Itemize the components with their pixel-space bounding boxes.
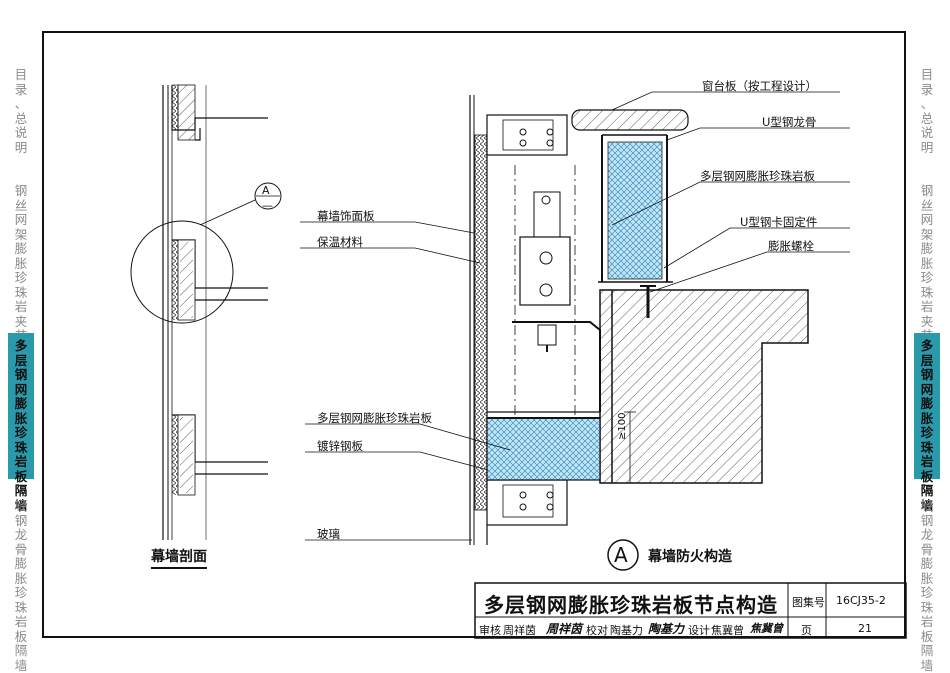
checker-name: 陶基力 bbox=[610, 624, 643, 637]
atlas-number: 16CJ35-2 bbox=[836, 594, 886, 607]
curtain-wall-section bbox=[130, 84, 282, 540]
label-sill-board: 窗台板（按工程设计） bbox=[702, 79, 817, 93]
atlas-label: 图集号 bbox=[792, 596, 825, 609]
label-board-top: 多层钢网膨胀珍珠岩板 bbox=[700, 169, 815, 183]
reviewer-signature: 周祥茵 bbox=[546, 622, 583, 636]
check-label: 校对 bbox=[586, 624, 608, 637]
page-label: 页 bbox=[801, 624, 812, 637]
label-glass: 玻璃 bbox=[317, 527, 340, 541]
drawing-title: 多层钢网膨胀珍珠岩板节点构造 bbox=[484, 593, 778, 617]
detail-marker-circle bbox=[607, 539, 639, 571]
label-facade-panel: 幕墙饰面板 bbox=[317, 209, 375, 223]
label-u-keel: U型钢龙骨 bbox=[762, 115, 817, 129]
designer-signature: 焦冀曾 bbox=[750, 622, 783, 635]
chapter-tab-3[interactable]: 多层钢网膨胀珍珠岩板隔墙 bbox=[8, 333, 34, 512]
detail-marker-letter: A bbox=[614, 543, 628, 567]
chapter-tab-3[interactable]: 多层钢网膨胀珍珠岩板隔墙 bbox=[914, 333, 940, 512]
fire-detail bbox=[469, 95, 809, 545]
label-galv-plate: 镀锌钢板 bbox=[317, 439, 363, 453]
drawing-frame bbox=[42, 31, 906, 638]
designer-name: 焦冀曾 bbox=[711, 624, 744, 637]
label-board-bottom: 多层钢网膨胀珍珠岩板 bbox=[317, 411, 432, 425]
leader-lines bbox=[300, 91, 850, 541]
chapter-tab-1[interactable]: 目录、总说明 bbox=[920, 67, 934, 155]
chapter-tab-4[interactable]: 轻钢龙骨膨胀珍珠岩板隔墙 bbox=[14, 498, 28, 673]
title-block-lines bbox=[474, 582, 907, 639]
label-insulation: 保温材料 bbox=[317, 235, 363, 249]
design-label: 设计 bbox=[688, 624, 710, 637]
review-label: 审核 bbox=[479, 624, 501, 637]
page-number: 21 bbox=[858, 622, 872, 635]
dimension-label: ≥100 bbox=[617, 412, 628, 440]
checker-signature: 陶基力 bbox=[648, 622, 685, 636]
chapter-tab-4[interactable]: 轻钢龙骨膨胀珍珠岩板隔墙 bbox=[920, 498, 934, 673]
label-anchor-bolt: 膨胀螺栓 bbox=[768, 239, 814, 253]
reviewer-name: 周祥茵 bbox=[503, 624, 536, 637]
chapter-tab-1[interactable]: 目录、总说明 bbox=[14, 67, 28, 155]
section-marker-letter: A bbox=[262, 184, 270, 197]
label-u-clip: U型钢卡固定件 bbox=[740, 215, 818, 229]
section-caption: 幕墙剖面 bbox=[151, 546, 207, 569]
detail-caption: 幕墙防火构造 bbox=[648, 549, 732, 565]
section-marker-sub: — bbox=[262, 199, 273, 212]
